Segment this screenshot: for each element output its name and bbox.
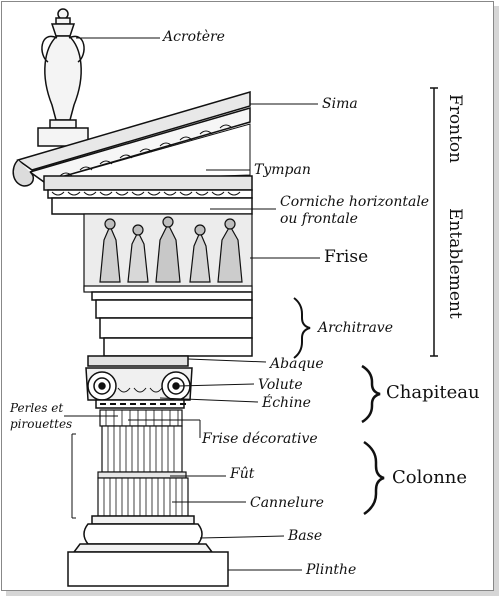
plinthe-block [67,551,229,587]
leader-lines [64,37,320,571]
group-label-entablement: Entablement [445,208,465,319]
label-plinthe: Plinthe [306,562,357,578]
base-moldings [72,515,214,553]
label-corniche-line1: Corniche horizontale [280,194,430,210]
collier-frise [99,409,183,427]
group-label-fronton: Fronton [445,94,465,164]
label-abaque: Abaque [270,356,324,372]
label-acrotere: Acrotère [163,29,225,45]
group-label-colonne: Colonne [392,467,468,488]
frame-shadow-right [494,6,499,594]
architrave-blocks [91,291,253,357]
label-fut: Fût [230,466,255,482]
label-frise-decorative: Frise décorative [202,431,318,447]
label-base: Base [288,528,323,544]
label-frise: Frise [324,247,369,267]
frise-relief [83,213,253,293]
label-perles-line2: pirouettes [10,417,73,431]
label-tympan: Tympan [254,162,311,178]
fut-shaft [97,425,189,517]
pediment [12,90,251,187]
label-architrave: Architrave [318,320,393,336]
group-brackets [293,87,438,516]
label-sima: Sima [322,96,358,112]
corniche [43,175,253,215]
label-cannelure: Cannelure [250,495,324,511]
label-echine: Échine [262,395,311,411]
label-volute: Volute [258,377,303,393]
group-label-chapiteau: Chapiteau [386,382,480,403]
acrotere-vase [37,8,89,147]
label-corniche-line2: ou frontale [280,211,358,227]
frame-shadow-bottom [6,591,499,596]
chapiteau-drawing [85,355,193,409]
label-perles-line1: Perles et [10,401,64,415]
